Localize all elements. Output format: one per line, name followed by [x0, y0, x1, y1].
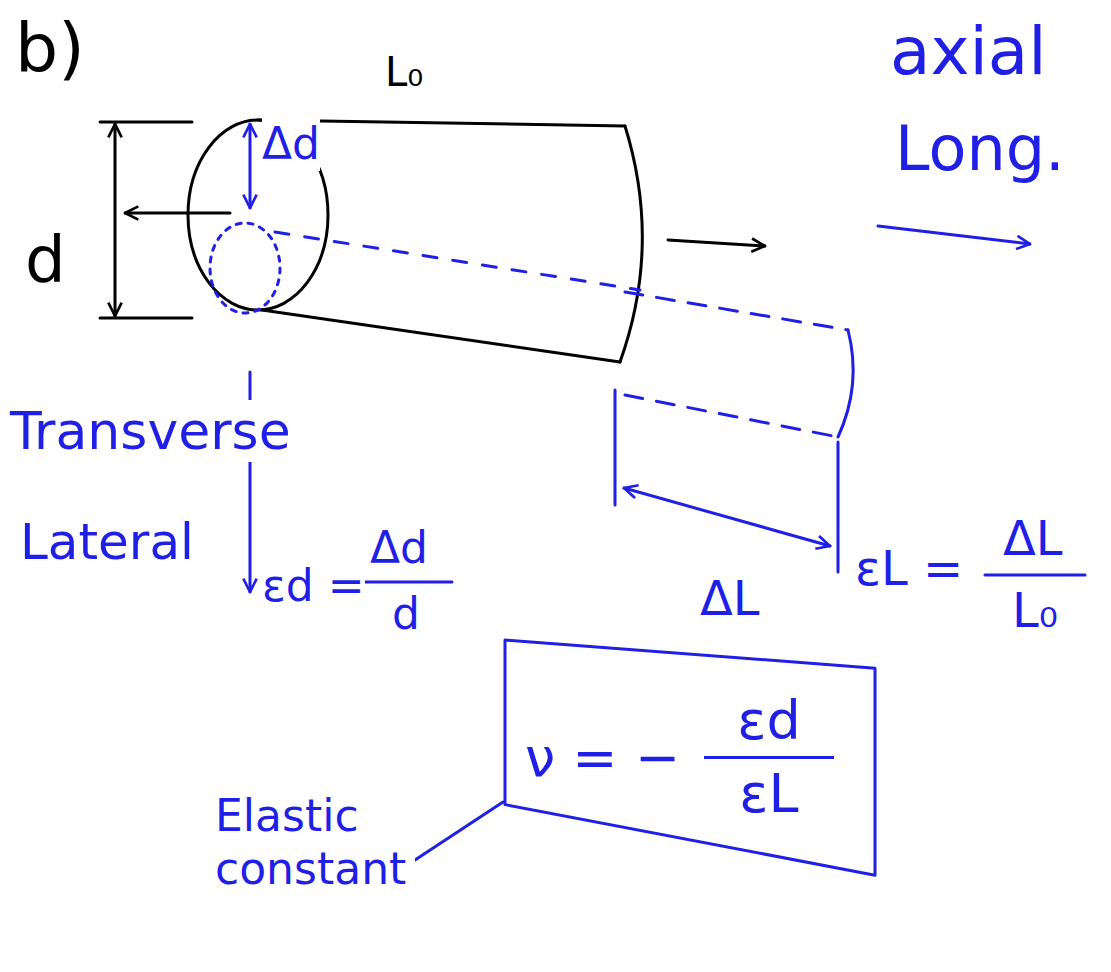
extension-line	[837, 442, 840, 572]
diameter-change-label: Δd	[262, 118, 320, 171]
fraction-numerator: Δd	[370, 522, 428, 575]
fraction-numerator: ΔL	[1003, 510, 1063, 568]
elongated-edge	[625, 292, 848, 330]
fraction-bar	[704, 756, 834, 759]
cylinder-edge	[262, 310, 620, 362]
cylinder-far-end	[620, 126, 642, 362]
force-arrow	[125, 212, 230, 215]
direction-label: Lateral	[20, 512, 194, 572]
diameter-change-arrow	[249, 124, 252, 208]
diameter-dimension	[114, 124, 117, 316]
force-arrow	[668, 240, 765, 246]
note-label: Elastic constant	[215, 790, 415, 896]
axis-line	[275, 232, 640, 290]
formula-row: ν = − εd εL	[525, 690, 845, 825]
extension-line	[100, 317, 192, 320]
extension-line	[614, 390, 617, 505]
ratio-symbol: ν = −	[525, 727, 680, 789]
fraction-denominator: d	[392, 588, 420, 641]
elongation-dimension	[624, 488, 830, 546]
dimension-label: ΔL	[700, 570, 760, 628]
direction-label: Transverse	[10, 400, 291, 462]
strain-symbol: εL =	[855, 540, 963, 598]
elongated-edge	[625, 395, 838, 437]
formula-box: ν = − εd εL	[505, 640, 875, 875]
leader-line	[415, 802, 503, 860]
fraction-bar	[985, 574, 1085, 577]
fraction-denominator: εL	[739, 763, 798, 825]
strain-symbol: εd =	[262, 560, 365, 613]
fraction-bar	[352, 581, 452, 584]
length-label: L₀	[385, 48, 423, 96]
box-border	[505, 640, 875, 875]
fraction-denominator: L₀	[1012, 582, 1058, 640]
direction-label: Long.	[895, 112, 1065, 186]
fraction-numerator: εd	[737, 690, 800, 752]
extension-line	[100, 121, 192, 124]
fraction: εd εL	[704, 690, 834, 825]
contracted-section	[210, 223, 280, 313]
direction-label: axial	[890, 12, 1047, 91]
part-label: b)	[15, 8, 85, 90]
elongated-end	[838, 330, 853, 437]
diameter-label: d	[25, 222, 66, 299]
axial-arrow	[878, 226, 1030, 244]
